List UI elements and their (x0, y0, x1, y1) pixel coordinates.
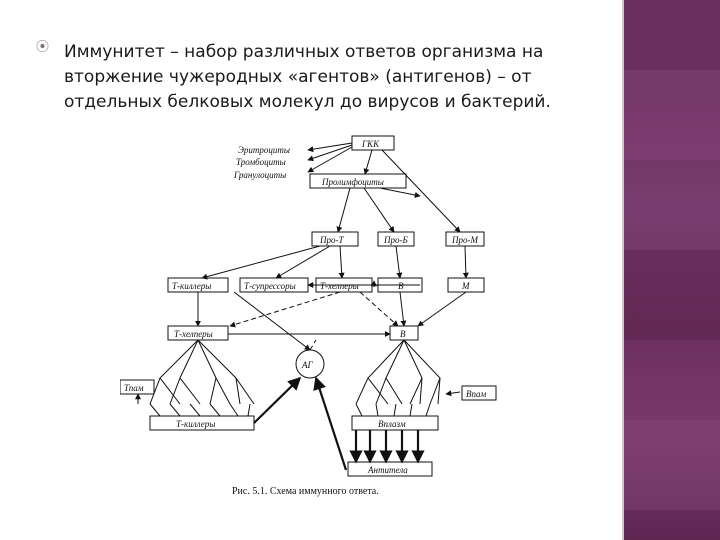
bullet-text-line: Иммунитет – набор различных ответов орга… (64, 42, 544, 62)
side-bar-seam (622, 0, 624, 540)
node-prolymphocytes-box (309, 173, 407, 189)
node-antibodies-label: Антитела (367, 465, 408, 475)
node-ag-label: АГ (301, 360, 313, 370)
node-granulocytes-label: Гранулоциты (233, 170, 286, 180)
diagram-arrows (135, 142, 469, 404)
node-b-plasm-box (351, 415, 439, 431)
node-pro-b-label: Про-Б (383, 235, 408, 245)
node-erythrocytes-label: Эритроциты (238, 145, 290, 155)
node-b-mid-label: В (400, 329, 406, 339)
node-b-pam-label: Впам (466, 389, 486, 399)
side-bar-band (624, 70, 720, 160)
node-b-pam-box (461, 385, 497, 401)
bullet-text-line: вторжение чужеродных «агентов» (антигено… (64, 67, 532, 87)
node-m-label: М (461, 281, 470, 291)
bullet-icon: ⦿ (36, 40, 50, 55)
node-pro-m-label: Про-М (451, 235, 478, 245)
t-cell-clone-tree (149, 339, 255, 417)
node-pro-t-label: Про-Т (319, 235, 344, 245)
diagram-dashed-links (229, 291, 399, 351)
node-t-suppressors-label: Т-супрессоры (244, 281, 296, 291)
side-bar-band (624, 420, 720, 510)
node-t-pam-label: Тпам (124, 383, 144, 393)
figure-caption: Рис. 5.1. Схема иммунного ответа. (232, 486, 379, 497)
diagram-svg: ГКК Эритроциты Тромбоциты Гранулоциты Пр… (119, 135, 497, 477)
decorative-side-bar (622, 0, 720, 540)
node-t-helpers-top-label: Т-хелперы (320, 281, 359, 291)
immune-response-diagram: ГКК Эритроциты Тромбоциты Гранулоциты Пр… (119, 128, 530, 498)
node-prolymphocytes-label: Пролимфоциты (321, 177, 384, 187)
b-cell-clone-tree (355, 339, 441, 417)
node-b-plasm-label: Вплазм (378, 419, 406, 429)
node-t-killers-top-label: Т-киллеры (172, 281, 211, 291)
side-bar-band (624, 250, 720, 340)
bullet-text: Иммунитет – набор различных ответов орга… (64, 40, 584, 115)
thick-feedback-arrows (253, 376, 425, 471)
node-gkk-label: ГКК (361, 139, 380, 149)
bullet-text-line: отдельных белковых молекул до вирусов и … (64, 92, 551, 112)
node-thrombocytes-label: Тромбоциты (236, 157, 286, 167)
node-pro-t-box (311, 231, 359, 247)
node-b-label: В (398, 281, 404, 291)
node-t-helpers-mid-label: Т-хелперы (174, 329, 213, 339)
node-t-killers-bottom-label: Т-киллеры (176, 419, 215, 429)
